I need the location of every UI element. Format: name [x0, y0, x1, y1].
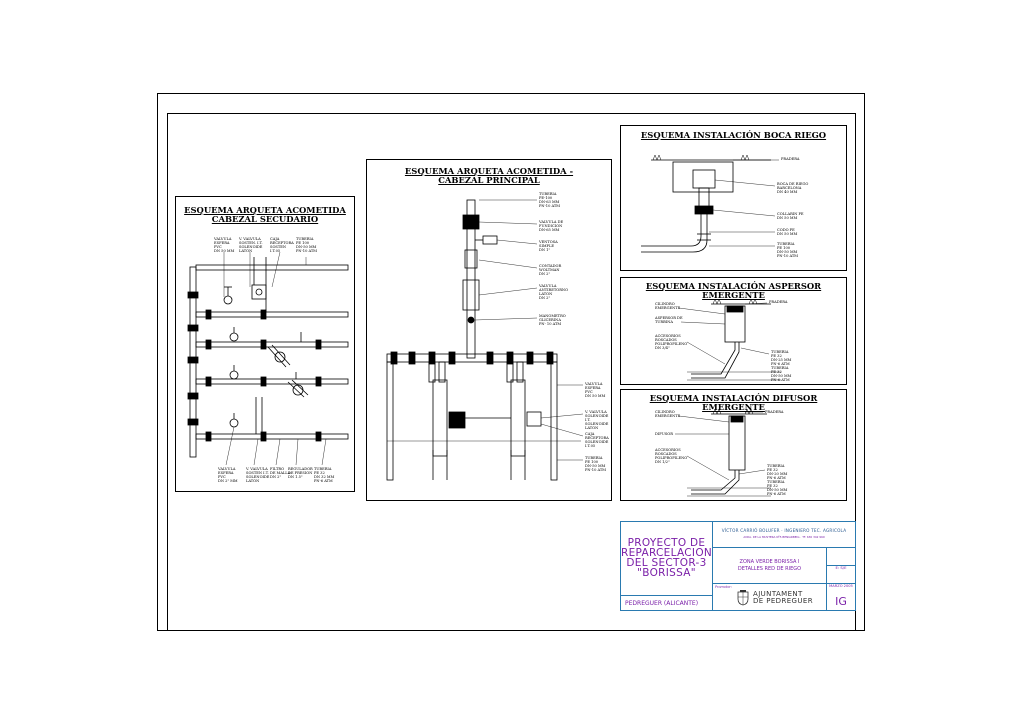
project-line: REPARCELACION	[621, 547, 713, 559]
label: MANOMETRO GLICERINA PN- 10 ATM	[539, 314, 566, 326]
panel-cabezal-secundario: ESQUEMA ARQUETA ACOMETIDA CABEZAL SECUDA…	[175, 196, 355, 492]
piping-diagram-secundario	[187, 251, 349, 466]
panel-title: ESQUEMA ARQUETA ACOMETIDA - CABEZAL PRIN…	[404, 166, 574, 185]
label: TUBERIA PE 100 DN-50 MM PN-10 ATM	[296, 237, 317, 253]
label: VALVULA ESFERA PVC DN 50 MM	[585, 382, 606, 398]
label: VENTOSA SIMPLE DN 1"	[539, 240, 558, 252]
location: PEDREGUER (ALICANTE)	[625, 600, 699, 607]
label: DIFUSOR	[655, 432, 673, 436]
sheet-inner-border	[167, 113, 856, 631]
label: CILINDRO EMERGENTE	[655, 410, 681, 418]
label: CILINDRO EMERGENTE	[655, 302, 681, 310]
project-cell: PROYECTO DE REPARCELACION DEL SECTOR-3 "…	[621, 522, 713, 596]
coat-of-arms-icon	[737, 590, 749, 606]
label: ACCESORIOS ROSCADOS POLIPROPILENO DN 3/4…	[655, 334, 688, 350]
difusor-diagram	[675, 408, 771, 497]
panel-difusor-emergente: ESQUEMA INSTALACIÓN DIFUSOR EMERGENTE CI…	[620, 389, 847, 501]
label: PRADERA	[781, 157, 800, 161]
piping-diagram-principal	[386, 199, 584, 481]
label: TUBERIA PE 32 DN-20 MM PN-6 ATM TUBERIA …	[767, 464, 788, 496]
label: VALVULA ESFERA PVC DN 2" MM	[218, 467, 238, 483]
label: BOCA DE RIEGO BARCELONA DN 40 MM	[777, 182, 809, 194]
label: REGULADOR DE PRESION DN 1.5"	[288, 467, 313, 479]
project-line: PROYECTO DE	[627, 537, 706, 549]
plan-code-cell: IG	[827, 584, 855, 610]
label: COLLARIN PE DN 50 MM	[777, 212, 804, 220]
label: PRADERA	[769, 300, 788, 304]
label: ACCESORIOS ROSCADOS POLIPROPILENO DN 1/2…	[655, 448, 688, 464]
label: ASPERSOR DE TURBINA	[655, 316, 683, 324]
aspersor-diagram	[678, 298, 781, 381]
scale: E: S/E	[835, 565, 847, 570]
label: CONTADOR WOLTMAN DN 2"	[539, 264, 562, 276]
panel-cabezal-principal: ESQUEMA ARQUETA ACOMETIDA - CABEZAL PRIN…	[366, 159, 612, 501]
label: TUBERIA PE 100 DN-50 MM PN-10 ATM	[585, 456, 606, 472]
label: V. VALVULA SOSTEN I.T. SOLENOIDE LATON	[246, 467, 270, 483]
promoter-name: AJUNTAMENT DE PEDREGUER	[753, 590, 813, 605]
author-address: AVDA. DE LA MUSTERA Nº5 BENIARBEIG · TF.…	[743, 535, 825, 539]
label: CAJA RECEPTORA SOLENOIDE I.T.05	[585, 432, 609, 448]
project-line: DEL SECTOR-3	[626, 557, 707, 569]
label: VALVULA ANTIRETORNO LATON DN 2"	[539, 284, 569, 300]
panel-title: ESQUEMA ARQUETA ACOMETIDA CABEZAL SECUDA…	[184, 205, 346, 224]
label: CAJA RECEPTORA SOSTEN I.T.05	[270, 237, 294, 253]
author-cell: VÍCTOR CARRIÓ BOLUFER · INGENIERO TEC. A…	[713, 522, 855, 548]
promoter-label: Promotor:	[715, 585, 732, 589]
author: VÍCTOR CARRIÓ BOLUFER · INGENIERO TEC. A…	[721, 528, 847, 533]
date: MARZO 2005	[829, 584, 853, 588]
project-line: "BORISSA"	[637, 567, 696, 579]
plan-title-line: DETALLES RED DE RIEGO	[737, 566, 802, 572]
label: V. VALVULA SOLENOIDE I.T. SOLENOIDE LATO…	[585, 410, 609, 430]
label: V. VALVULA SOSTEN. I.T. SOLENOIDE LATON	[239, 237, 263, 253]
panel-title: ESQUEMA INSTALACIÓN BOCA RIEGO	[640, 130, 827, 140]
promoter-cell: Promotor: AJUNTAMENT DE PEDREGUER	[713, 584, 827, 610]
date-cell: MARZO 2005	[827, 566, 855, 588]
label: TUBERIA PE 100 DN-50 MM PN-10 ATM	[777, 242, 798, 258]
plan-title-line: ZONA VERDE BORISSA I	[739, 559, 800, 565]
scale-cell: E: S/E	[827, 548, 855, 570]
panel-title: ESQUEMA INSTALACIÓN ASPERSOR EMERGENTE	[645, 281, 822, 300]
label: FILTRO DE MALLA DN 2"	[270, 467, 291, 479]
boca-riego-diagram	[641, 154, 779, 253]
plan-code: IG	[835, 595, 847, 608]
panel-boca-riego: ESQUEMA INSTALACIÓN BOCA RIEGO PRADERA B…	[620, 125, 847, 271]
label: VALVULA ESFERA PVC DN 50 MM	[214, 237, 235, 253]
panel-aspersor-emergente: ESQUEMA INSTALACIÓN ASPERSOR EMERGENTE C…	[620, 277, 847, 385]
plan-title-cell: ZONA VERDE BORISSA I DETALLES RED DE RIE…	[713, 548, 827, 584]
label: TUBERIA PE 32 DN 32 MM PN-6 ATM	[314, 467, 335, 483]
label: TUBERIA PE-100 DN-63 MM PN-10 ATM	[539, 192, 560, 208]
label: VALVULA DE FUNDICION DN-65 MM	[539, 220, 564, 232]
title-block: PROYECTO DE REPARCELACION DEL SECTOR-3 "…	[620, 521, 856, 611]
location-cell: PEDREGUER (ALICANTE)	[621, 596, 713, 610]
label: CODO PE DN 50 MM	[777, 228, 798, 236]
label: PRADERA	[765, 410, 784, 414]
panel-title: ESQUEMA INSTALACIÓN DIFUSOR EMERGENTE	[649, 393, 818, 412]
